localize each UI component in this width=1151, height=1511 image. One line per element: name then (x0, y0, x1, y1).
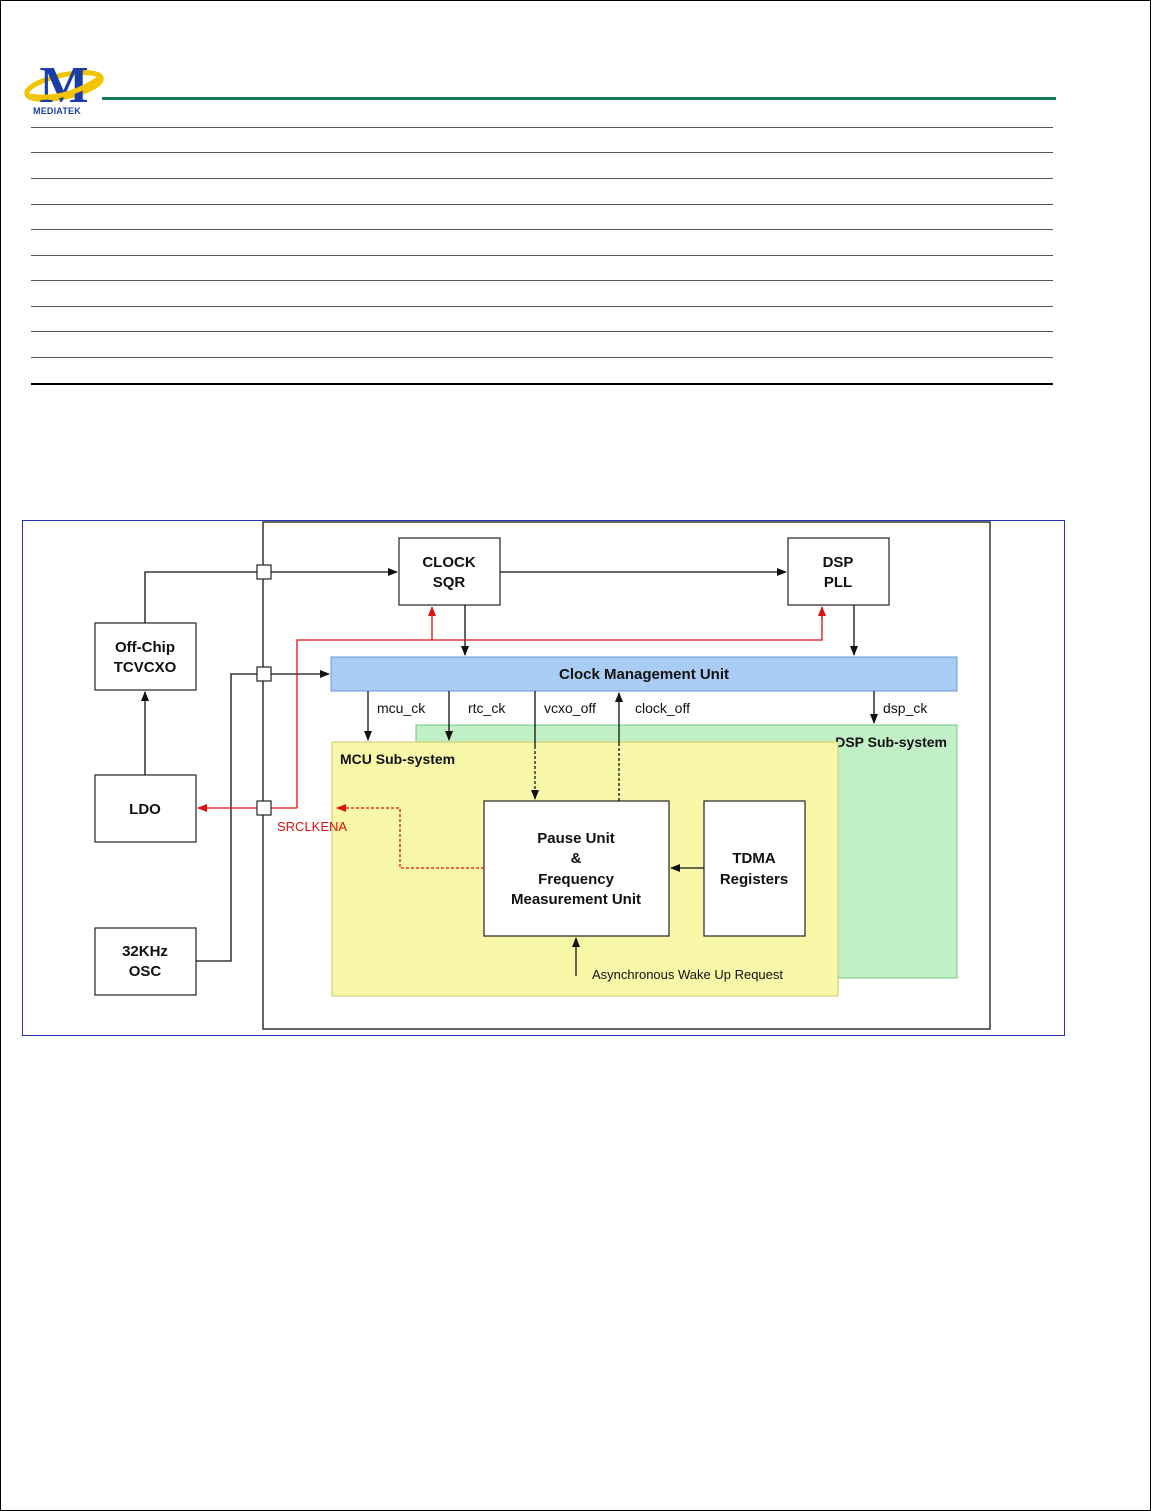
table-rule (31, 152, 1053, 153)
table-bottom-rule (31, 383, 1053, 385)
dsp-pll-label-2: PLL (824, 574, 852, 591)
vcxo-off-label: vcxo_off (544, 700, 596, 716)
clock-architecture-diagram: DSP Sub-system MCU Sub-system Clock Mana… (94, 521, 991, 1030)
osc-block (94, 927, 197, 996)
clock-sqr-label-1: CLOCK (422, 554, 475, 571)
osc-label-2: OSC (129, 963, 162, 980)
diagram-frame (22, 520, 1065, 1036)
table-rule (31, 178, 1053, 179)
ldo-block (94, 774, 197, 843)
osc-to-bus-line (196, 673, 257, 962)
pause-to-srclkena-dotted (336, 804, 484, 869)
svg-text:M: M (39, 57, 88, 114)
pad-junction (256, 564, 272, 580)
pause-unit-label-1: Pause Unit (537, 830, 615, 847)
srclkena-label: SRCLKENA (277, 819, 347, 834)
clock-off-label: clock_off (635, 700, 690, 716)
clock-sqr-label-2: SQR (433, 574, 466, 591)
tdma-registers-block (703, 800, 806, 937)
pause-unit-label-2: & (571, 850, 582, 867)
tcvcxo-label-2: TCVCXO (114, 659, 177, 676)
dsp-pll-block (787, 537, 890, 606)
pause-unit-block (483, 800, 670, 937)
clock-sqr-block (398, 537, 501, 606)
logo-wordmark: MEDIATEK (33, 106, 81, 116)
table-rule (31, 229, 1053, 230)
table-rule (31, 255, 1053, 256)
vcxo-clock-line (144, 571, 257, 623)
tdma-label-2: Registers (720, 871, 788, 888)
clock-management-unit (330, 656, 958, 692)
dsp-subsystem-label: DSP Sub-system (835, 734, 947, 750)
osc-label-1: 32KHz (122, 943, 168, 960)
mcu-ck-label: mcu_ck (377, 700, 426, 716)
table-rule (31, 204, 1053, 205)
dsp-ck-label: dsp_ck (883, 700, 928, 716)
table-rule (31, 331, 1053, 332)
rtc-ck-label: rtc_ck (468, 700, 506, 716)
pause-unit-label-3: Frequency (538, 871, 615, 888)
table-rule (31, 306, 1053, 307)
table-rule (31, 357, 1053, 358)
mcu-subsystem-label: MCU Sub-system (340, 751, 455, 767)
tdma-label-1: TDMA (732, 850, 775, 867)
cmu-label: Clock Management Unit (559, 666, 729, 683)
pause-unit-label-4: Measurement Unit (511, 891, 641, 908)
header-rule (102, 97, 1056, 100)
table-rule (31, 127, 1053, 128)
tcvcxo-block (94, 622, 197, 691)
mediatek-logo: M (24, 57, 104, 114)
table-rule (31, 280, 1053, 281)
pad-junction (256, 666, 272, 682)
tcvcxo-label-1: Off-Chip (115, 639, 175, 656)
srclkena-trunk (296, 607, 823, 808)
dsp-pll-label-1: DSP (823, 554, 854, 571)
wakeup-label: Asynchronous Wake Up Request (592, 967, 783, 982)
ldo-label: LDO (129, 801, 161, 818)
pad-junction (256, 800, 272, 816)
